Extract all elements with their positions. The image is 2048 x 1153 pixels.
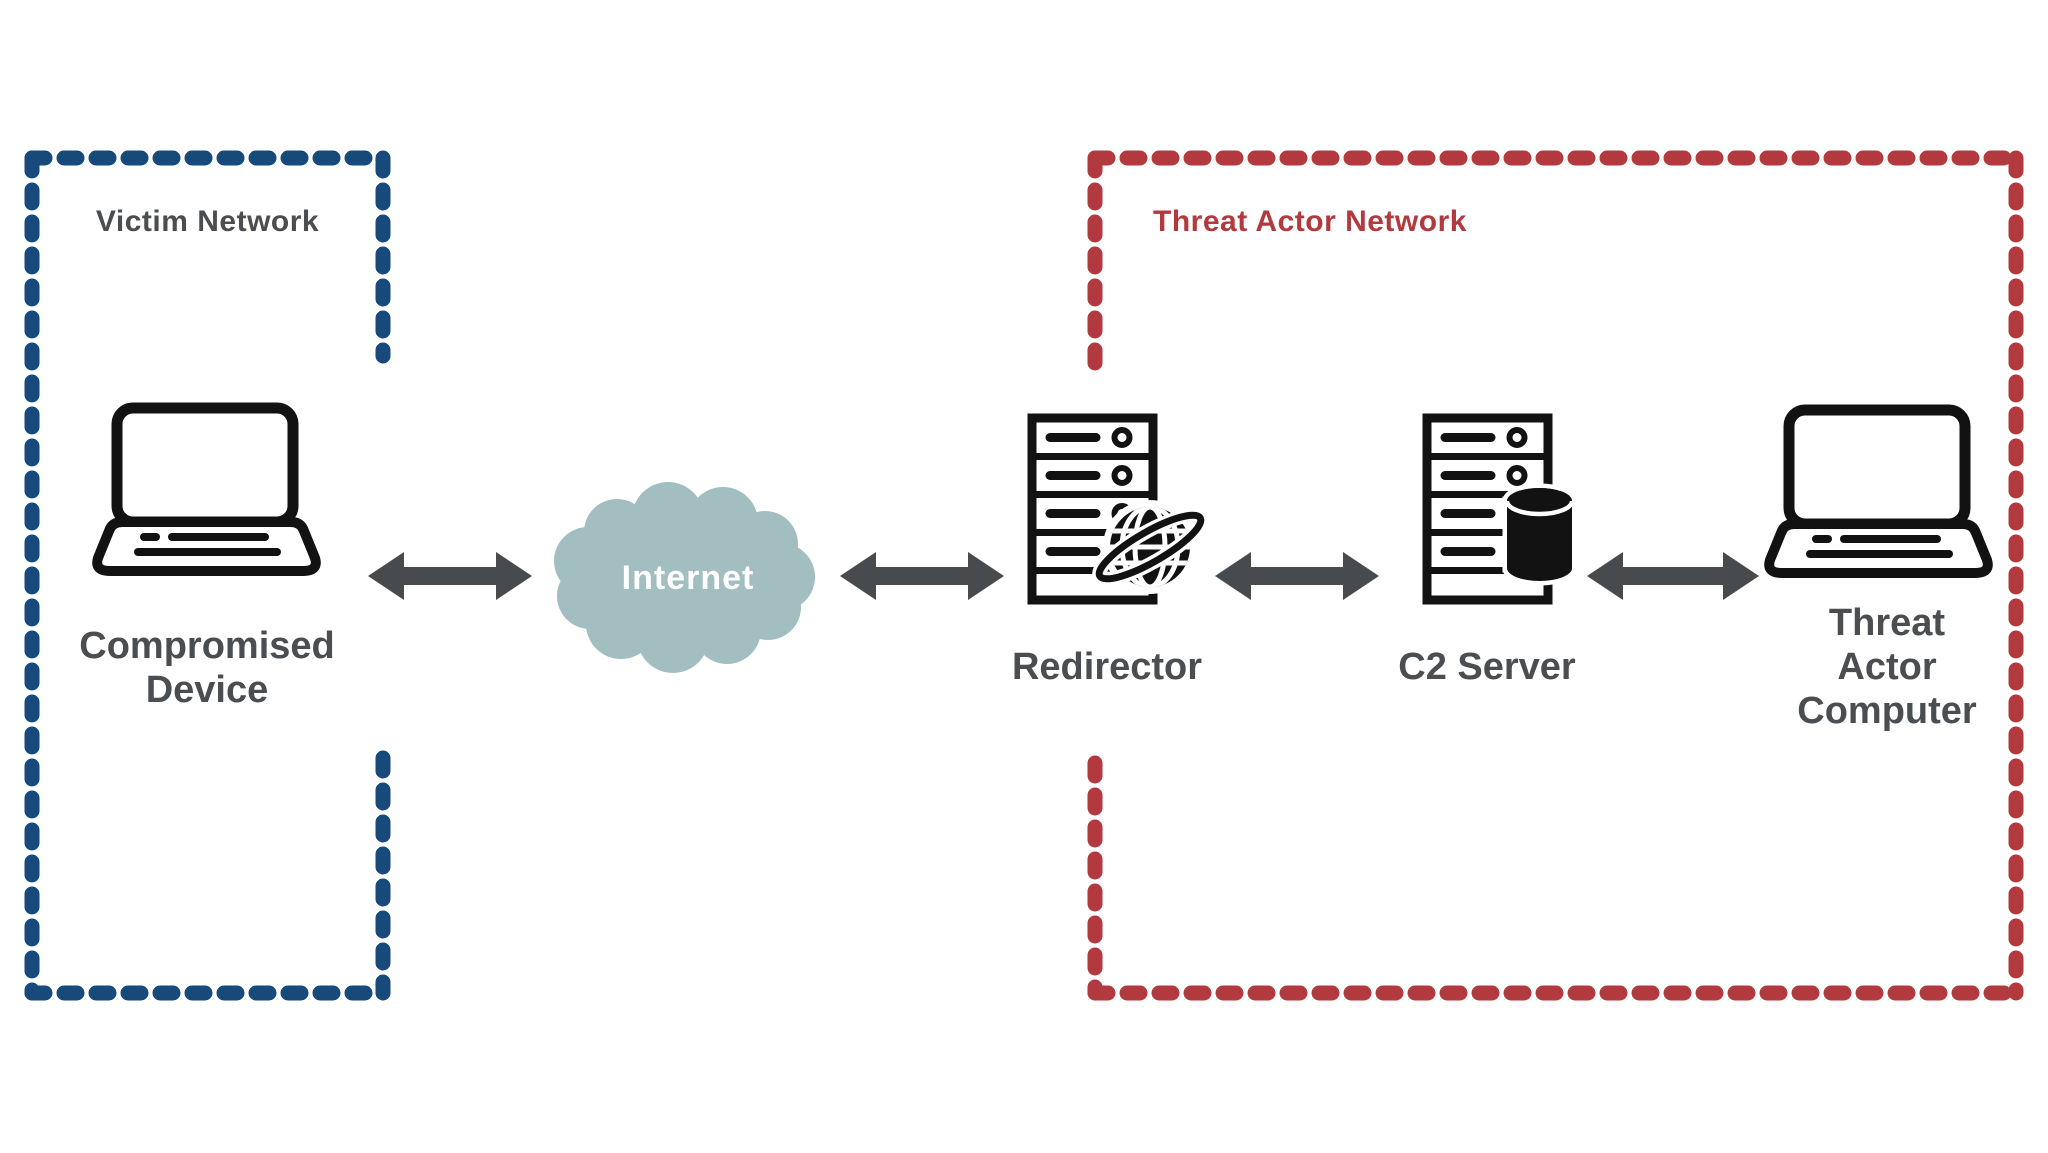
redirector-label: Redirector (1011, 646, 1203, 688)
threat-actor-computer-icon (1769, 410, 1988, 573)
threat-actor-network-title: Threat Actor Network (1153, 205, 1467, 238)
victim-network-title: Victim Network (95, 205, 320, 238)
globe-icon (1092, 500, 1208, 594)
arrow-c2-threatcomputer (1587, 552, 1759, 600)
arrow-device-internet (368, 552, 532, 600)
database-icon (1502, 483, 1577, 586)
threat-actor-computer-label-line3: Computer (1797, 690, 1977, 732)
victim-network-border (24, 150, 391, 1001)
internet-label: Internet (621, 559, 755, 597)
compromised-device-label: Compromised Device (79, 624, 334, 712)
threat-actor-computer-label-line2: Actor (1837, 646, 1937, 688)
arrow-internet-redirector (840, 552, 1004, 600)
threat-actor-computer-label: Threat Actor Computer (1797, 601, 1976, 733)
arrow-redirector-c2 (1215, 552, 1379, 600)
threat-actor-network-border (1087, 150, 2024, 1001)
compromised-device-label-line2: Device (145, 669, 269, 711)
threat-actor-computer-label-line1: Threat (1828, 602, 1946, 644)
compromised-device-icon (97, 408, 316, 571)
c2-server-label: C2 Server (1398, 646, 1576, 688)
cloud-icon (554, 482, 815, 673)
compromised-device-label-line1: Compromised (79, 625, 335, 667)
